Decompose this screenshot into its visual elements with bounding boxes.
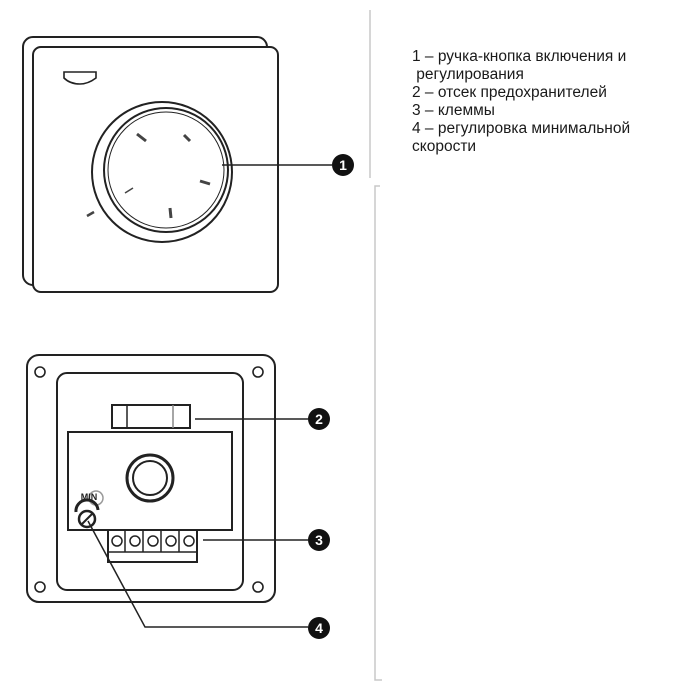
potentiometer-outer [125, 453, 175, 503]
back-view [26, 354, 308, 628]
legend: 1 – ручка-кнопка включения и регулирован… [412, 48, 630, 156]
fuse-compartment [111, 404, 191, 429]
mounting-holes [34, 366, 264, 593]
inner-frame [56, 372, 244, 591]
callout-4: 4 [308, 617, 330, 639]
svg-text:2: 2 [315, 411, 323, 427]
min-arc [74, 498, 100, 513]
callout-1: 1 [332, 154, 354, 176]
min-label: MIN [81, 492, 98, 502]
svg-text:4: 4 [315, 620, 323, 636]
svg-text:3: 3 [315, 532, 323, 548]
legend-item-1-continuation: регулирования [412, 66, 524, 83]
dial-inner-ring [107, 111, 225, 229]
svg-text:1: 1 [339, 157, 347, 173]
circuit-board [67, 431, 233, 531]
callout-3: 3 [308, 529, 330, 551]
legend-item-2: 2 – отсек предохранителей [412, 84, 607, 101]
leader-line-4 [87, 520, 308, 628]
terminal-block [107, 529, 198, 563]
front-plate [32, 46, 279, 293]
legend-item-1: 1 – ручка-кнопка включения и [412, 48, 627, 65]
legend-item-4: 4 – регулировка минимальной [412, 120, 631, 137]
dial-knob [103, 107, 229, 233]
front-view [22, 36, 332, 293]
min-adjust-screw [77, 509, 97, 529]
terminals [108, 530, 197, 553]
potentiometer-inner [132, 460, 168, 496]
dial-marks [86, 132, 211, 219]
indicator-slot [63, 71, 97, 85]
separator-bracket [374, 185, 382, 681]
mounting-plate [26, 354, 276, 603]
legend-item-3: 3 – клеммы [412, 102, 495, 119]
callout-2: 2 [308, 408, 330, 430]
dial-outer-ring [91, 101, 233, 243]
legend-item-4-continuation: скорости [412, 138, 477, 155]
